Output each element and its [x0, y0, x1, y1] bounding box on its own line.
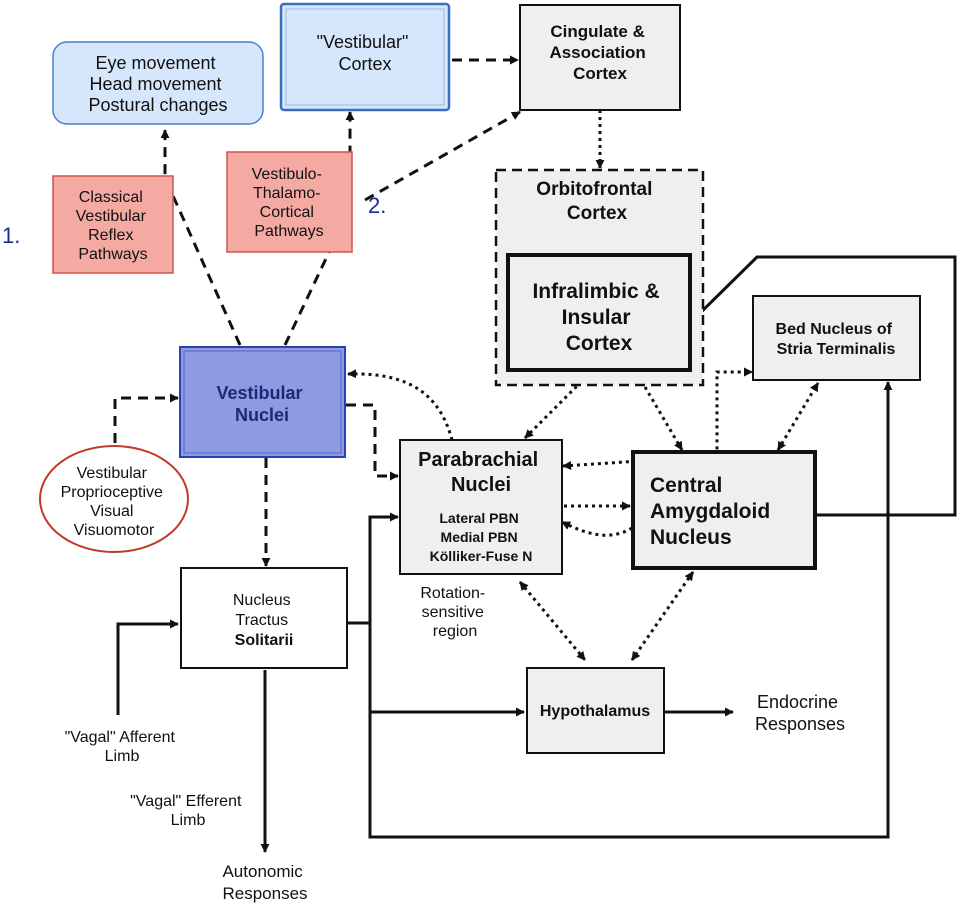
input-visuomotor: Visuomotor	[74, 522, 155, 539]
edge-vn-to-parabrachial	[346, 403, 399, 481]
edge-vn-to-cingulate	[364, 110, 521, 202]
svg-text:Nucleus Tractus So: Nucleus Tractus Solitarii	[233, 592, 295, 649]
infralimbic-line-2: Insular	[562, 306, 631, 329]
endocrine-responses-label: Endocrine Responses	[755, 692, 845, 734]
eye-movement-line: Eye movement	[95, 53, 215, 73]
autonomic-responses-label: Autonomic Responses	[222, 862, 307, 903]
parabrachial-nuclei-node: Parabrachial Nuclei Lateral PBN Medial P…	[399, 439, 563, 575]
vagal-efferent-limb-label: "Vagal" Efferent Limb	[130, 793, 246, 829]
central-line-1: Central	[650, 474, 722, 497]
nts-line-3: Solitarii	[235, 632, 294, 649]
svg-text:Vestibular Proprioceptiv: Vestibular Proprioceptive Visual Visuomo…	[61, 465, 168, 539]
edge-nts-to-parabrachial	[368, 512, 399, 623]
bed-nucleus-stria-terminalis-node: Bed Nucleus of Stria Terminalis	[752, 295, 921, 381]
input-proprioceptive: Proprioceptive	[61, 484, 163, 501]
central-line-2: Amygdaloid	[650, 500, 770, 523]
infralimbic-line-1: Infralimbic &	[532, 280, 659, 303]
vestibular-cortex-node: "Vestibular" Cortex	[279, 2, 451, 112]
hypothalamus-label: Hypothalamus	[540, 703, 650, 720]
svg-text:Eye movement Head moveme: Eye movement Head movement Postural chan…	[88, 53, 227, 115]
kolliker-fuse: Kölliker-Fuse N	[430, 548, 533, 564]
thalamo-line-2: Thalamo-	[253, 185, 321, 202]
svg-text:Infralimbic & Insular: Infralimbic & Insular Cortex	[532, 280, 665, 355]
svg-text:Lateral PBN Medial PBN: Lateral PBN Medial PBN Kölliker-Fuse N	[430, 510, 533, 564]
classical-line-1: Classical	[79, 189, 143, 206]
orbitofrontal-line-2: Cortex	[567, 203, 628, 224]
cingulate-line-1: Cingulate &	[550, 22, 644, 41]
classical-line-2: Vestibular	[76, 208, 147, 225]
postural-changes-line: Postural changes	[88, 95, 227, 115]
cingulate-line-2: Association	[549, 43, 645, 62]
vestibular-nuclei-line-1: Vestibular	[216, 383, 302, 403]
eye-movement-node: Eye movement Head movement Postural chan…	[52, 41, 264, 125]
head-movement-line: Head movement	[89, 74, 221, 94]
svg-text:Hypothalamus: Hypothalamus	[540, 703, 650, 720]
svg-text:Bed Nucleus of Stria Ter: Bed Nucleus of Stria Terminalis	[776, 321, 897, 358]
classical-line-4: Pathways	[78, 246, 147, 263]
vestibular-nuclei-line-2: Nuclei	[235, 405, 289, 425]
parabrachial-line-1: Parabrachial	[418, 449, 538, 471]
central-amygdaloid-nucleus-node: Central Amygdaloid Nucleus	[631, 450, 817, 570]
infralimbic-insular-cortex-node: Infralimbic & Insular Cortex	[506, 253, 692, 372]
input-vestibular: Vestibular	[77, 465, 148, 482]
lateral-pbn: Lateral PBN	[439, 510, 518, 526]
svg-text:"Vestibular" Cortex: "Vestibular" Cortex	[317, 32, 414, 74]
parabrachial-line-2: Nuclei	[451, 474, 511, 496]
svg-text:Vestibular Nuclei: Vestibular Nuclei	[216, 383, 307, 425]
svg-text:Parabrachial Nuclei: Parabrachial Nuclei	[418, 449, 544, 496]
vestibular-cortex-line-2: Cortex	[338, 54, 391, 74]
edge-central-to-infralimbic-loop	[688, 255, 957, 517]
marker-2: 2.	[368, 193, 386, 218]
central-line-3: Nucleus	[650, 526, 732, 549]
edge-nts-to-bed-nucleus	[348, 381, 893, 839]
svg-text:Vestibulo- Thalamo-: Vestibulo- Thalamo- Cortical Pathways	[252, 166, 327, 240]
input-visual: Visual	[90, 503, 133, 520]
edge-central-hypothalamus	[630, 571, 695, 661]
vestibulo-thalamo-cortical-node: Vestibulo- Thalamo- Cortical Pathways	[226, 151, 353, 253]
bed-nucleus-line-1: Bed Nucleus of	[776, 321, 893, 338]
thalamo-line-3: Cortical	[260, 204, 314, 221]
nts-line-1: Nucleus	[233, 592, 291, 609]
nucleus-tractus-solitarii-node: Nucleus Tractus Solitarii	[180, 567, 348, 669]
svg-text:Cingulate & Association: Cingulate & Association Cortex	[549, 22, 650, 83]
svg-text:Orbitofrontal Cortex: Orbitofrontal Cortex	[536, 179, 657, 224]
cingulate-line-3: Cortex	[573, 64, 627, 83]
svg-text:Central Amygdaloid: Central Amygdaloid Nucleus	[650, 474, 776, 549]
medial-pbn: Medial PBN	[441, 529, 518, 545]
edge-vagal-afferent-to-nts	[116, 619, 179, 715]
svg-text:Classical Vestibular: Classical Vestibular Reflex Pathways	[76, 189, 151, 263]
edge-parabrachial-hypothalamus	[518, 581, 587, 661]
vestibular-cortex-line-1: "Vestibular"	[317, 32, 409, 52]
edge-parabrachial-infralimbic	[523, 373, 590, 440]
orbitofrontal-line-1: Orbitofrontal	[536, 179, 652, 200]
edge-inputs-to-vn	[113, 393, 179, 460]
nts-line-2: Tractus	[235, 612, 288, 629]
edge-central-to-parabrachial	[561, 520, 633, 537]
marker-1: 1.	[2, 223, 20, 248]
infralimbic-line-3: Cortex	[566, 332, 633, 355]
rotation-sensitive-region-label: Rotation- sensitive region	[420, 585, 489, 640]
cingulate-association-cortex-node: Cingulate & Association Cortex	[519, 4, 681, 111]
bed-nucleus-line-2: Stria Terminalis	[777, 341, 896, 358]
sensory-inputs-oval: Vestibular Proprioceptive Visual Visuomo…	[39, 445, 189, 553]
edge-parabrachial-to-vn	[347, 369, 454, 441]
thalamo-line-1: Vestibulo-	[252, 166, 322, 183]
classical-vestibular-reflex-node: Classical Vestibular Reflex Pathways	[52, 175, 174, 274]
vagal-afferent-limb-label: "Vagal" Afferent Limb	[65, 729, 180, 765]
classical-line-3: Reflex	[88, 227, 133, 244]
hypothalamus-node: Hypothalamus	[526, 667, 665, 754]
thalamo-line-4: Pathways	[254, 223, 323, 240]
vestibular-nuclei-node: Vestibular Nuclei	[179, 346, 346, 458]
edge-central-bed-nucleus	[776, 382, 820, 451]
